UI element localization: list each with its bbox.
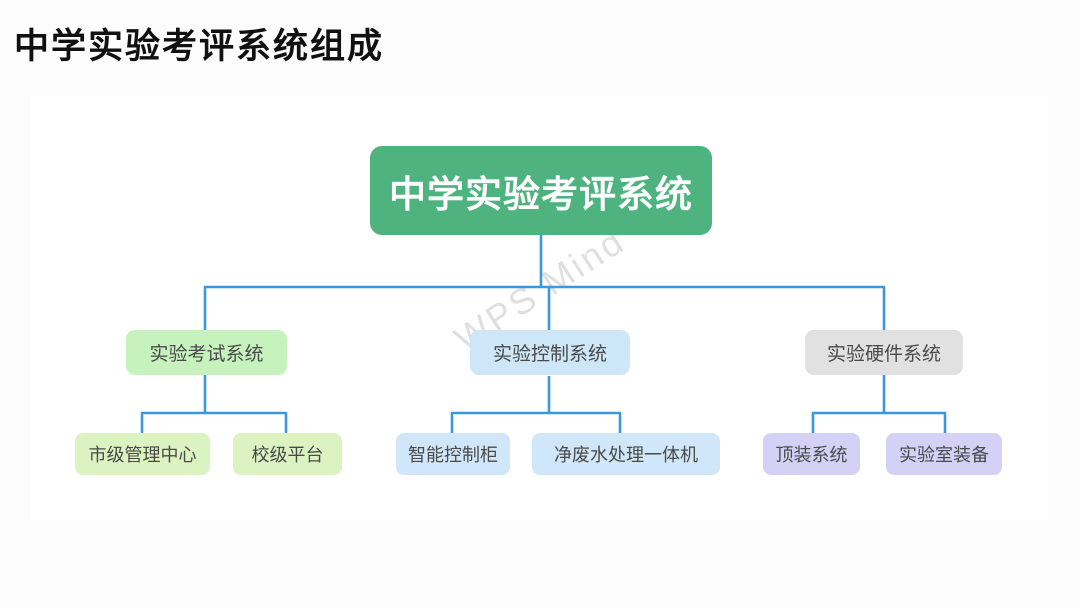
node-city-management-center: 市级管理中心 xyxy=(75,433,210,475)
node-exam-system: 实验考试系统 xyxy=(126,330,287,375)
node-hardware-system: 实验硬件系统 xyxy=(805,330,963,375)
node-control-system: 实验控制系统 xyxy=(470,330,630,375)
page-title: 中学实验考评系统组成 xyxy=(14,27,385,66)
node-wastewater-treatment-unit: 净废水处理一体机 xyxy=(532,433,720,475)
node-root: 中学实验考评系统 xyxy=(370,146,712,235)
node-laboratory-equipment: 实验室装备 xyxy=(886,433,1002,475)
node-smart-control-cabinet: 智能控制柜 xyxy=(396,433,510,475)
node-ceiling-mounted-system: 顶装系统 xyxy=(763,433,860,475)
node-school-platform: 校级平台 xyxy=(233,433,342,475)
